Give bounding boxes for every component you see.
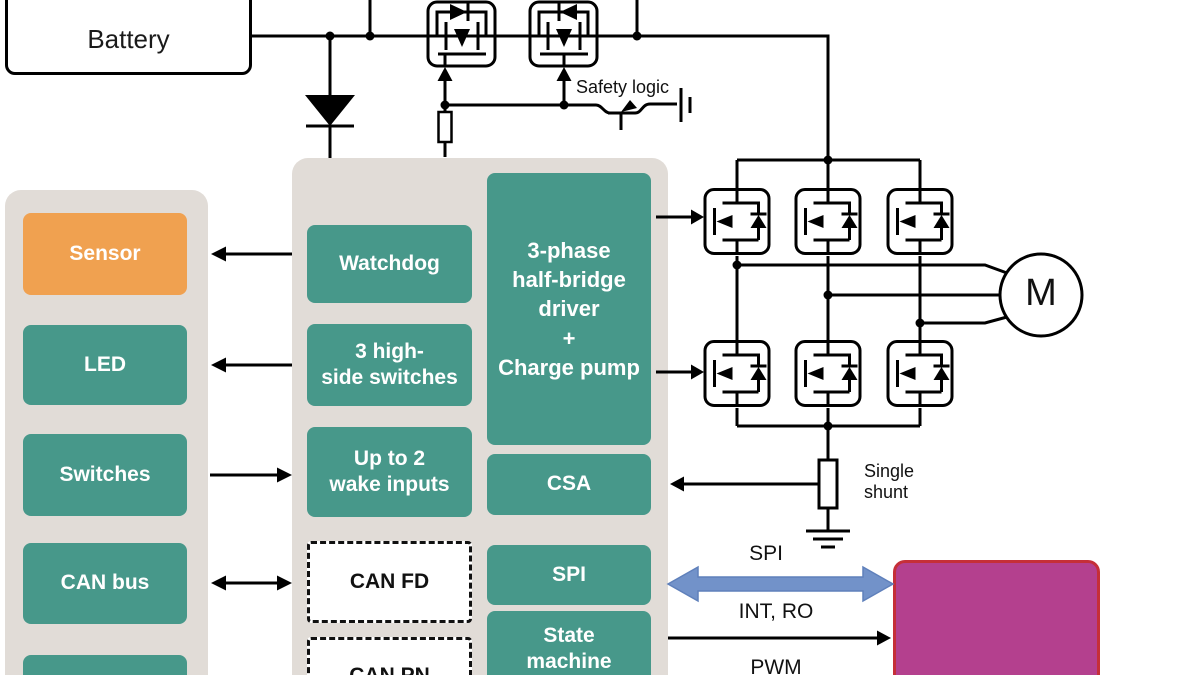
bridge-fets: [703, 188, 954, 407]
shunt-resistor-icon: [806, 426, 850, 549]
reverse-battery-fet-2-icon: [528, 0, 599, 68]
spi-signal-label: SPI: [749, 542, 783, 565]
pwm-signal-label: PWM: [750, 656, 802, 675]
sensor-label: Sensor: [69, 241, 141, 265]
sensor-arrow: [211, 246, 292, 262]
high-side-switches-label: 3 high- side switches: [321, 339, 458, 389]
peripheral-block-partial: [23, 655, 187, 675]
mosfet-icon: [886, 188, 954, 255]
switches-label: Switches: [59, 462, 151, 486]
wake-inputs-label: Up to 2 wake inputs: [329, 446, 450, 496]
can-pn-block: CAN PN: [307, 637, 472, 675]
can-fd-block: CAN FD: [307, 541, 472, 623]
mosfet-icon: [703, 188, 771, 255]
wake-inputs-block: Up to 2 wake inputs: [307, 427, 472, 517]
phase-a-wire: [737, 263, 1008, 275]
mosfet-icon: [794, 340, 862, 407]
state-machine-block: State machine: [487, 611, 651, 675]
can-bus-arrow: [211, 575, 292, 591]
resistor-icon: [437, 110, 453, 144]
single-shunt-label: Single shunt: [864, 461, 915, 502]
safety-logic-label: Safety logic: [576, 77, 670, 97]
gate-driver-label: 3-phase half-bridge driver + Charge pump: [498, 238, 640, 380]
battery-label: Battery: [87, 24, 170, 54]
can-bus-label: CAN bus: [60, 571, 150, 595]
watchdog-label: Watchdog: [339, 251, 440, 275]
can-pn-label: CAN PN: [349, 663, 430, 675]
csa-block: CSA: [487, 454, 651, 515]
can-bus-block: CAN bus: [23, 543, 187, 624]
motor-label: M: [1025, 272, 1057, 314]
mcu-block: [893, 560, 1100, 675]
safety-logic-transistor-icon: [595, 100, 677, 130]
gate-driver-block: 3-phase half-bridge driver + Charge pump: [487, 173, 651, 445]
bridge-wiring: [732, 155, 1008, 431]
led-arrow: [211, 357, 292, 373]
mosfet-icon: [886, 340, 954, 407]
reverse-battery-fet-1-symbol: [435, 3, 488, 66]
blocking-diode-icon: [305, 36, 355, 158]
reverse-battery-fet-1-icon: [426, 0, 497, 68]
csa-label: CSA: [546, 472, 592, 496]
watchdog-block: Watchdog: [307, 225, 472, 303]
spi-label: SPI: [552, 562, 586, 586]
switches-block: Switches: [23, 434, 187, 516]
int-ro-arrow: [668, 630, 891, 646]
battery-rail: [252, 0, 830, 160]
state-machine-label: State machine: [526, 623, 612, 673]
battery-block: Battery: [5, 0, 252, 75]
int-ro-signal-label: INT, RO: [738, 600, 814, 623]
spi-block: SPI: [487, 545, 651, 605]
phase-c-wire: [920, 315, 1008, 325]
spi-bus-arrow: [666, 565, 895, 603]
sensor-block: Sensor: [23, 213, 187, 295]
can-fd-label: CAN FD: [349, 569, 430, 593]
led-label: LED: [84, 352, 126, 376]
ground-icon: [679, 88, 692, 122]
mosfet-icon: [703, 340, 771, 407]
led-block: LED: [23, 325, 187, 405]
switches-arrow: [210, 467, 292, 483]
high-side-switches-block: 3 high- side switches: [307, 324, 472, 406]
mosfet-icon: [794, 188, 862, 255]
reverse-battery-fet-2-symbol: [537, 3, 590, 66]
shunt-to-csa-arrow: [670, 476, 819, 492]
